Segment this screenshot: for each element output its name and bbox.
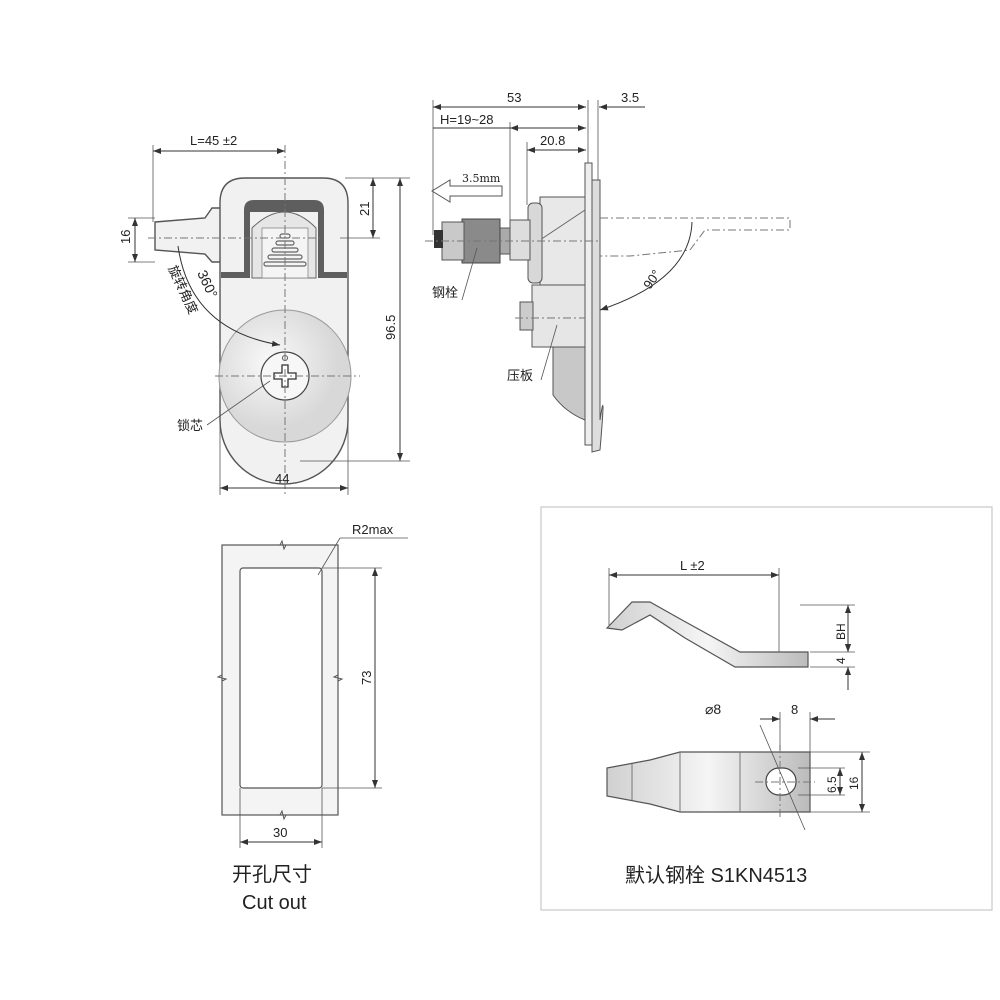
slot-width: 6.5 bbox=[825, 776, 839, 793]
h-range: H=19~28 bbox=[440, 112, 494, 127]
dim-cutout-width: 30 bbox=[273, 825, 287, 840]
bolt-thickness: 4 bbox=[834, 657, 848, 664]
dim-cutout-height: 73 bbox=[359, 671, 374, 685]
detail-frame bbox=[540, 506, 993, 911]
dim-housing-depth: 20.8 bbox=[540, 133, 565, 148]
latch-tongue bbox=[154, 207, 223, 263]
pressure-plate-label: 压板 bbox=[507, 369, 533, 384]
dim-length: L=45 ±2 bbox=[190, 133, 237, 148]
dim-top-depth: 21 bbox=[357, 202, 372, 216]
bolt-label: 钢栓 bbox=[432, 286, 458, 301]
handle-recess bbox=[221, 200, 347, 278]
corner-radius: R2max bbox=[352, 522, 394, 537]
rotation-angle: 360° bbox=[194, 268, 221, 301]
dim-width: 44 bbox=[275, 471, 289, 486]
bolt-width: 16 bbox=[847, 776, 861, 790]
stroke-arrow-icon bbox=[431, 179, 503, 203]
bolt-side-profile bbox=[605, 601, 809, 668]
hole-diameter: ⌀8 bbox=[705, 701, 721, 717]
pressure-plate bbox=[531, 284, 586, 348]
cutout-title-cn: 开孔尺寸 bbox=[232, 863, 312, 886]
housing bbox=[539, 196, 586, 291]
stroke-label: 3.5mm bbox=[462, 172, 501, 185]
swing-angle: 90° bbox=[640, 267, 664, 292]
cutout-hole bbox=[239, 567, 323, 789]
hole-offset: 8 bbox=[791, 702, 798, 717]
rotation-arrow bbox=[177, 245, 281, 347]
mounting-plate bbox=[584, 162, 593, 446]
bolt-caption: 默认钢栓 S1KN4513 bbox=[625, 864, 807, 887]
dim-plate-thickness: 3.5 bbox=[621, 90, 639, 105]
bolt-length: L ±2 bbox=[680, 558, 705, 573]
rotation-label: 旋转角度 bbox=[164, 263, 200, 317]
cutout-title-en: Cut out bbox=[242, 892, 307, 914]
lock-core-label: 锁芯 bbox=[177, 418, 203, 434]
cutout-view: R2max 73 30 开孔尺寸 Cut out bbox=[216, 522, 408, 914]
dim-total-height: 96.5 bbox=[383, 315, 398, 340]
front-view: L=45 ±2 16 21 96.5 44 360° 旋转角度 锁芯 bbox=[118, 133, 410, 495]
bolt-detail-panel: L ±2 BH 4 ⌀8 8 6.5 16 默认钢栓 S1KN4513 bbox=[540, 506, 993, 911]
dim-total-depth: 53 bbox=[507, 90, 521, 105]
lever-open-position bbox=[600, 217, 791, 257]
bolt-bh: BH bbox=[834, 623, 848, 640]
side-view: 90° 3.5mm 53 3.5 H=19~28 20.8 钢栓 压板 bbox=[425, 90, 791, 453]
flange bbox=[591, 179, 604, 453]
dim-tongue-height: 16 bbox=[118, 230, 133, 244]
